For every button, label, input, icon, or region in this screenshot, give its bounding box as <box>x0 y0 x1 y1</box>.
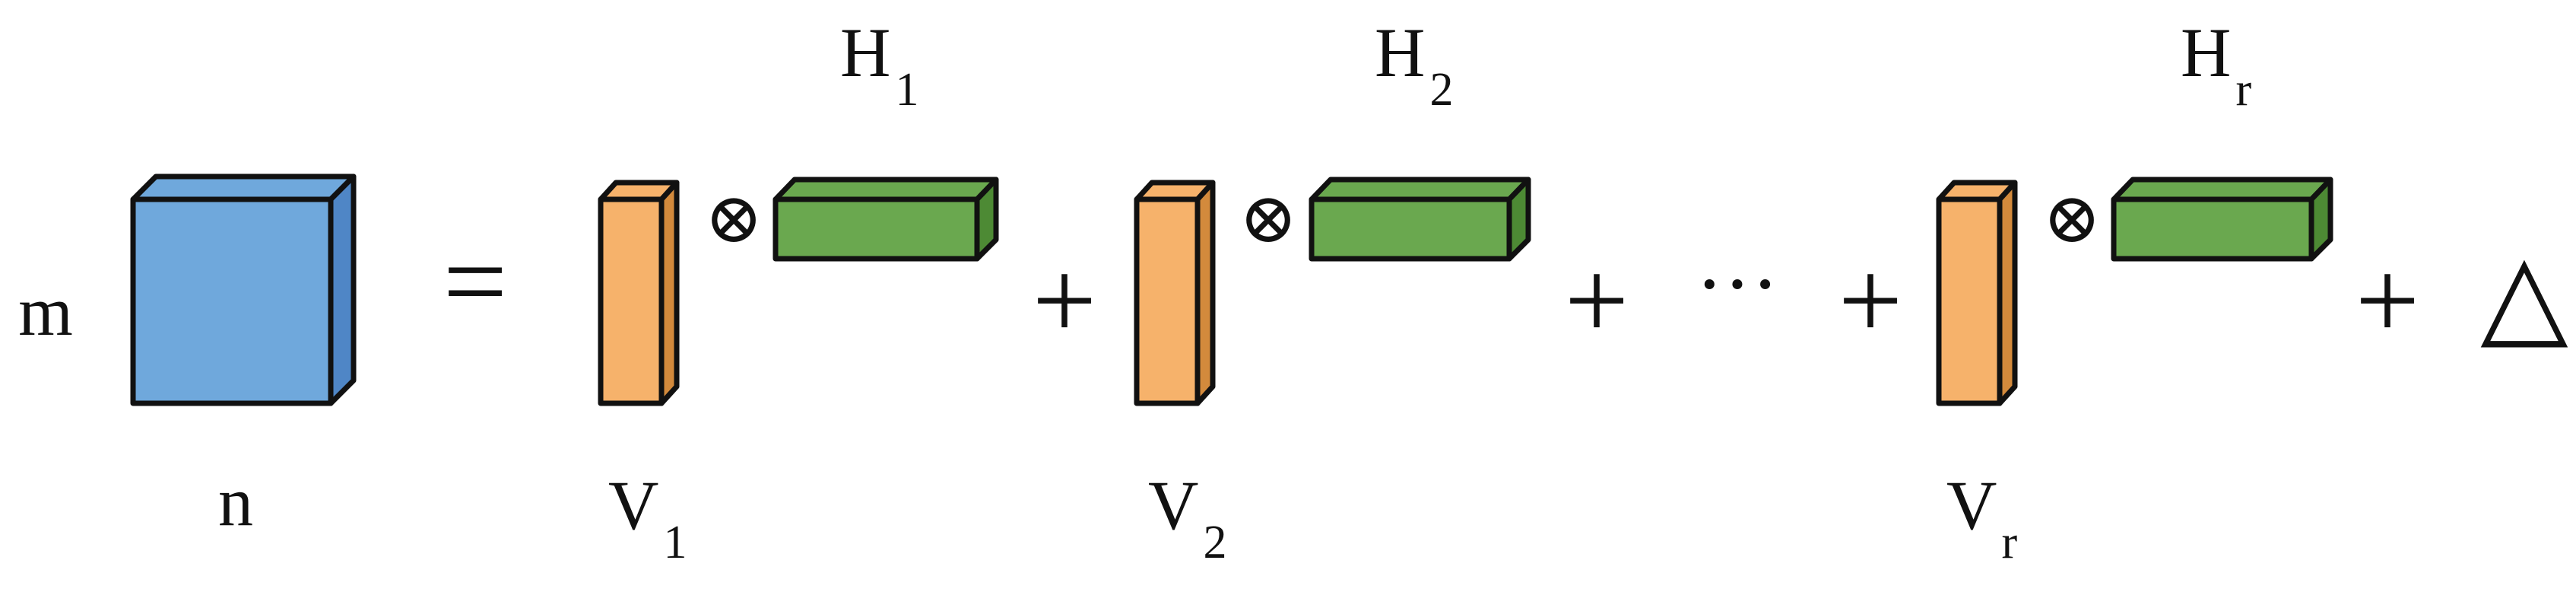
input-matrix-side <box>328 173 357 406</box>
h-block-2 <box>1309 177 1531 262</box>
ellipsis: ··· <box>1696 237 1779 330</box>
v-block-2 <box>1134 180 1216 406</box>
input-matrix-top <box>130 173 357 202</box>
h-label-r: Hr <box>2181 14 2251 116</box>
equals-sign: = <box>443 218 508 345</box>
v-label-1: V1 <box>608 466 687 568</box>
plus-sign-1: + <box>1033 237 1097 364</box>
v-label-2: V2 <box>1148 466 1226 568</box>
h-block-1 <box>772 177 999 262</box>
residual-delta: △ <box>2480 232 2568 358</box>
v-block-1 <box>598 180 680 406</box>
v-label-r: Vr <box>1946 466 2017 568</box>
v-block-r <box>1936 180 2018 406</box>
kron-symbol-2: ⊗ <box>1239 180 1297 257</box>
input-matrix <box>130 173 357 406</box>
rows-label: m <box>18 272 73 350</box>
h-label-2: H2 <box>1375 14 1453 116</box>
plus-sign-4: + <box>2356 237 2420 364</box>
h-block-r <box>2111 177 2333 262</box>
input-matrix-front <box>130 196 334 406</box>
plus-sign-3: + <box>1838 237 1903 364</box>
kron-symbol-1: ⊗ <box>704 180 763 257</box>
h-label-1: H1 <box>840 14 918 116</box>
cols-label: n <box>218 463 253 540</box>
plus-sign-2: + <box>1565 237 1629 364</box>
kron-symbol-r: ⊗ <box>2042 180 2101 257</box>
